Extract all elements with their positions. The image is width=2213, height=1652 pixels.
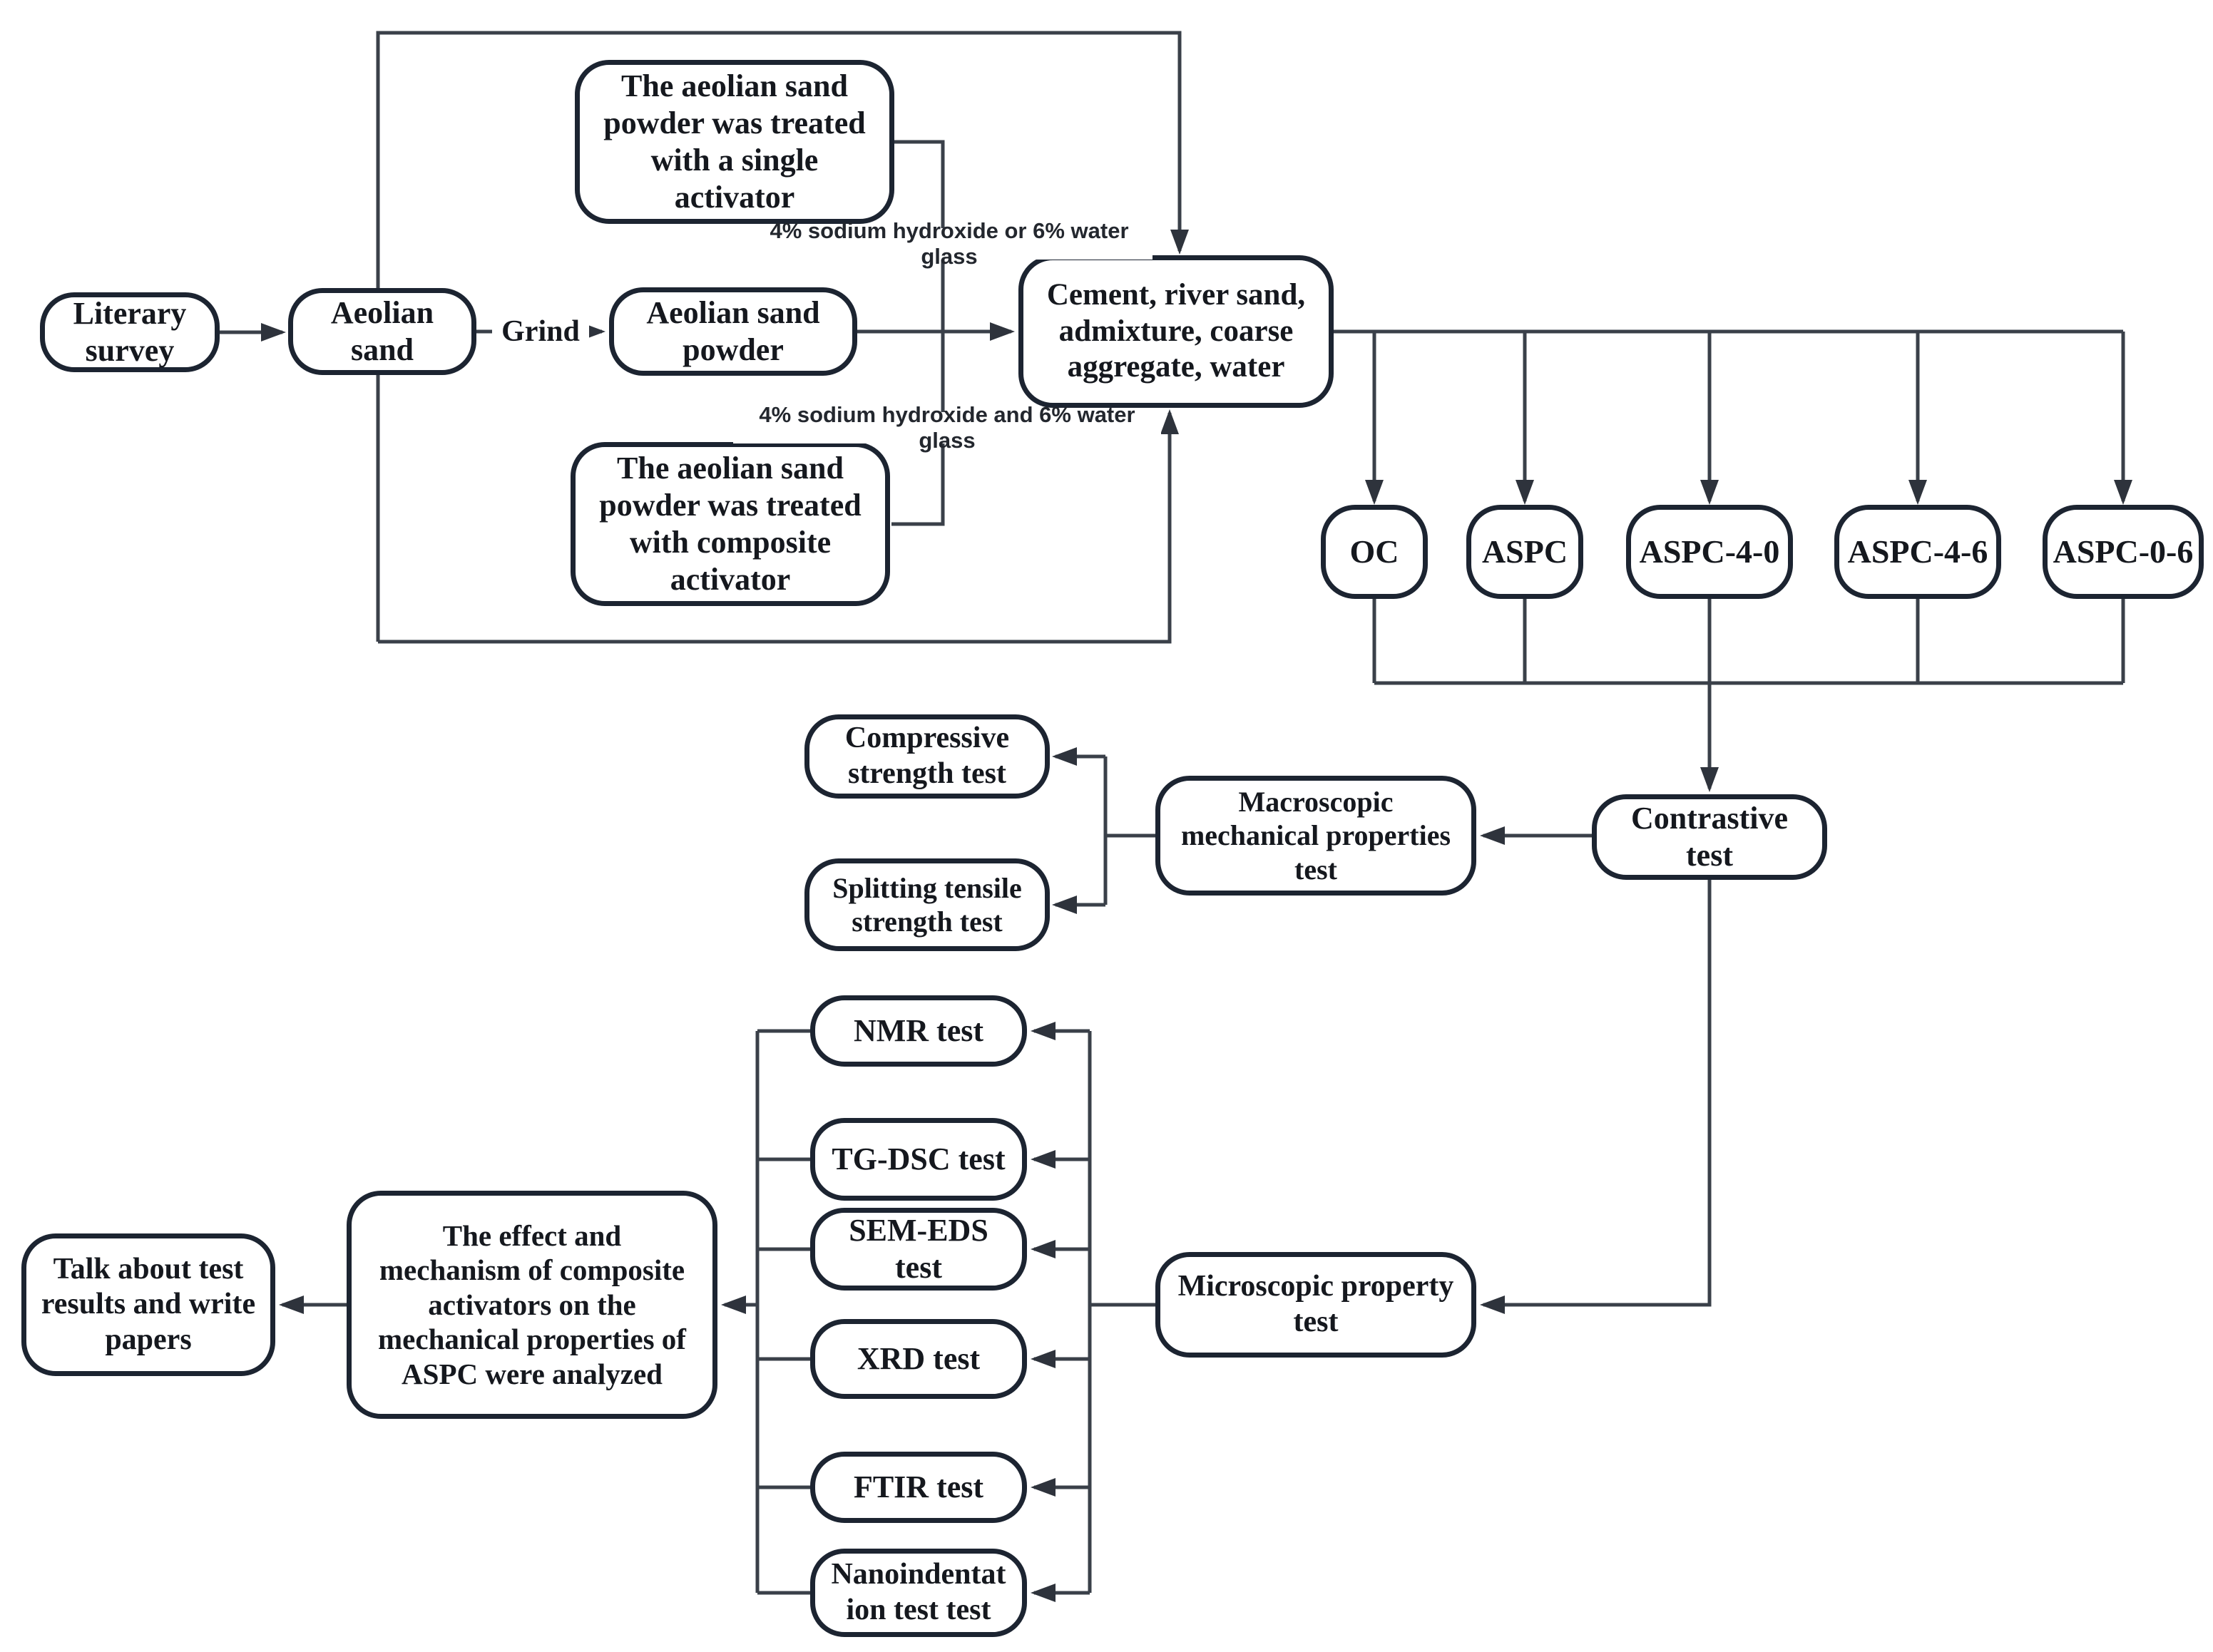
node-aspc-0-6: ASPC-0-6 [2043, 505, 2204, 599]
node-sem-eds-test: SEM-EDS test [810, 1208, 1027, 1291]
edge-label-grind: Grind [492, 311, 589, 352]
edge-activator-bus [891, 140, 945, 526]
edge-label-single-route: 4% sodium hydroxide or 6% water glass [746, 218, 1153, 269]
node-macroscopic-test: Macroscopic mechanical properties test [1155, 776, 1476, 896]
node-compressive-strength-test: Compressive strength test [804, 714, 1050, 799]
edge-contrastive-to-microscopic [1480, 877, 1712, 1314]
node-composite-activator: The aeolian sand powder was treated with… [571, 442, 890, 606]
node-ftir-test: FTIR test [810, 1452, 1027, 1523]
node-talk-write-papers: Talk about test results and write papers [21, 1233, 275, 1376]
node-aspc-4-6: ASPC-4-6 [1834, 505, 2001, 599]
edge-frame-bottom-to-cement [378, 409, 1180, 644]
node-oc: OC [1321, 505, 1428, 599]
node-contrastive-test: Contrastive test [1592, 794, 1827, 880]
node-single-activator: The aeolian sand powder was treated with… [575, 60, 894, 224]
node-effect-mechanism: The effect and mechanism of composite ac… [347, 1191, 717, 1419]
node-aspc: ASPC [1466, 505, 1583, 599]
node-xrd-test: XRD test [810, 1319, 1027, 1399]
edge-label-composite-route: 4% sodium hydroxide and 6% water glass [733, 402, 1161, 453]
node-nanoindentation-test: Nanoindentat ion test test [810, 1549, 1027, 1637]
node-aspc-4-0: ASPC-4-0 [1626, 505, 1793, 599]
node-literary-survey: Literary survey [40, 292, 220, 372]
node-cement-mixture: Cement, river sand, admixture, coarse ag… [1018, 255, 1334, 408]
node-nmr-test: NMR test [810, 995, 1027, 1067]
node-tg-dsc-test: TG-DSC test [810, 1118, 1027, 1201]
node-microscopic-test: Microscopic property test [1155, 1252, 1476, 1358]
node-aeolian-sand: Aeolian sand [288, 288, 476, 375]
node-splitting-tensile-test: Splitting tensile strength test [804, 858, 1050, 951]
node-aeolian-sand-powder: Aeolian sand powder [609, 287, 857, 376]
